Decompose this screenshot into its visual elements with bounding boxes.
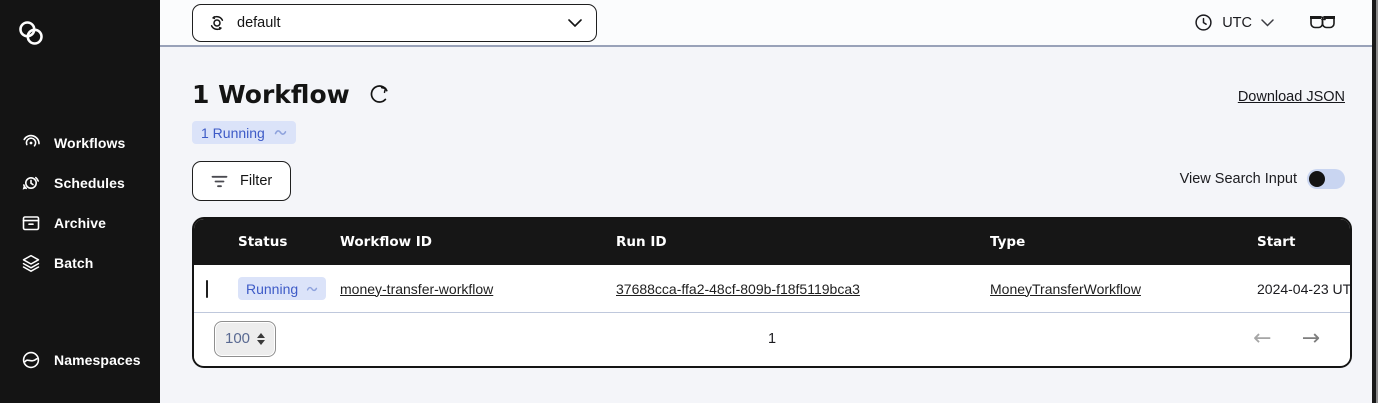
namespaces-icon (20, 349, 42, 371)
workflows-table: Status Workflow ID Run ID Type Start Run… (192, 217, 1352, 368)
sidebar-nav-bottom: Namespaces (0, 340, 160, 380)
next-page-arrow-icon[interactable]: → (1301, 325, 1320, 351)
search-input-toggle-label: View Search Input (1179, 171, 1297, 187)
filter-button[interactable]: Filter (192, 161, 292, 201)
view-search-input-toggle[interactable] (1307, 169, 1345, 189)
pulse-icon (274, 128, 287, 137)
schedules-icon (20, 172, 42, 194)
sidebar-item-archive[interactable]: Archive (0, 203, 160, 243)
namespace-select-value: default (237, 15, 281, 31)
filter-button-label: Filter (240, 173, 273, 189)
table-row[interactable]: Running money-transfer-workflow 37688cca… (194, 265, 1350, 312)
timezone-group: UTC (1194, 0, 1336, 45)
column-header-workflow-id[interactable]: Workflow ID (340, 234, 433, 250)
chevron-down-icon[interactable] (1261, 18, 1274, 27)
column-header-type[interactable]: Type (990, 234, 1026, 250)
sidebar-nav: Workflows Schedules (0, 123, 160, 283)
table-pagination: 100 1 ← → (194, 312, 1350, 364)
sidebar-item-workflows[interactable]: Workflows (0, 123, 160, 163)
row-checkbox[interactable] (206, 279, 208, 298)
column-header-status[interactable]: Status (238, 234, 288, 250)
status-summary-label: 1 Running (201, 124, 265, 141)
table-header-row: Status Workflow ID Run ID Type Start (194, 219, 1350, 265)
labs-glasses-icon[interactable] (1309, 14, 1336, 31)
toggle-knob (1309, 171, 1325, 187)
namespace-select[interactable]: default (192, 4, 597, 42)
column-header-run-id[interactable]: Run ID (616, 234, 667, 250)
sidebar-item-label: Namespaces (54, 352, 141, 368)
status-badge: Running (238, 277, 327, 300)
clock-icon (1194, 13, 1213, 32)
start-time-cell: 2024-04-23 UTC (1257, 280, 1352, 297)
page-title: 1 Workflow (192, 80, 350, 109)
window-edge-outer (1376, 0, 1378, 403)
previous-page-arrow-icon[interactable]: ← (1253, 325, 1272, 351)
timezone-select-value[interactable]: UTC (1222, 14, 1252, 31)
status-badge-label: Running (246, 280, 299, 297)
namespace-icon (207, 13, 227, 33)
filter-icon (211, 175, 228, 188)
sidebar-item-schedules[interactable]: Schedules (0, 163, 160, 203)
column-header-start[interactable]: Start (1257, 234, 1296, 250)
archive-icon (20, 212, 42, 234)
workflow-type-link[interactable]: MoneyTransferWorkflow (990, 280, 1141, 297)
refresh-icon[interactable] (370, 85, 389, 104)
page-title-row: 1 Workflow (192, 80, 389, 109)
main-content: 1 Workflow Download JSON 1 Running Filte… (160, 47, 1378, 403)
search-input-toggle-row: View Search Input (1180, 169, 1345, 189)
current-page-number: 1 (767, 330, 777, 347)
sidebar-item-label: Batch (54, 255, 94, 271)
sidebar-item-batch[interactable]: Batch (0, 243, 160, 283)
sidebar-item-label: Archive (54, 215, 107, 231)
page-size-value: 100 (225, 330, 251, 347)
status-summary-badge[interactable]: 1 Running (192, 121, 296, 144)
window-edge (1372, 0, 1376, 403)
sidebar-item-label: Workflows (54, 135, 126, 151)
chevron-down-icon (568, 19, 582, 27)
sidebar: Workflows Schedules (0, 0, 160, 403)
page-size-select[interactable]: 100 (214, 320, 277, 357)
sidebar-item-label: Schedules (54, 175, 125, 191)
batch-icon (20, 252, 42, 274)
sidebar-item-namespaces[interactable]: Namespaces (0, 340, 160, 380)
temporal-logo-icon[interactable] (16, 18, 46, 48)
download-json-link[interactable]: Download JSON (1237, 89, 1345, 105)
pager-arrows: ← → (1253, 325, 1320, 351)
workflows-icon (20, 132, 42, 154)
run-id-link[interactable]: 37688cca-ffa2-48cf-809b-f18f5119bca3 (616, 280, 860, 297)
top-bar: default UTC (160, 0, 1378, 47)
workflow-id-link[interactable]: money-transfer-workflow (340, 280, 494, 297)
stepper-arrows-icon (257, 332, 266, 345)
pulse-icon (306, 285, 318, 293)
